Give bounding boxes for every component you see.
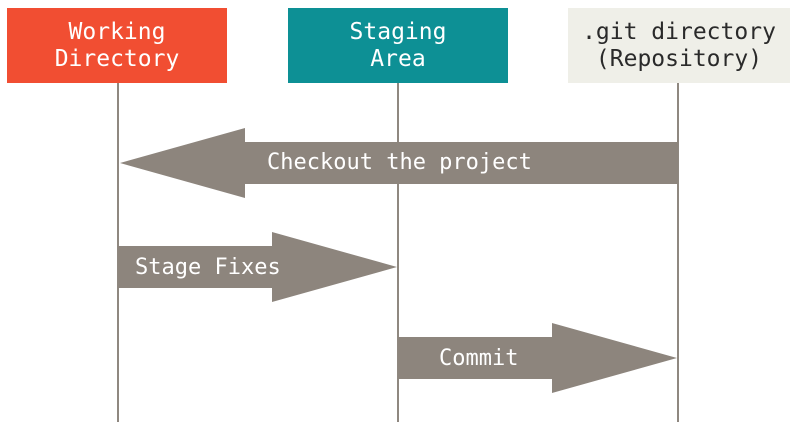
repository-header-line1: .git directory — [582, 18, 776, 45]
repository-header-line2: (Repository) — [595, 45, 763, 72]
repository-header: .git directory (Repository) — [568, 8, 790, 83]
commit-arrow-label: Commit — [439, 346, 519, 371]
commit-arrow — [398, 323, 677, 393]
stage-fixes-arrow — [118, 232, 397, 302]
working-directory-header-line2: Directory — [54, 45, 180, 72]
staging-area-header-line2: Area — [370, 45, 426, 72]
checkout-arrow-label: Checkout the project — [267, 150, 532, 175]
repository-lifeline — [677, 83, 679, 422]
checkout-arrow — [120, 128, 678, 198]
staging-area-header: Staging Area — [288, 8, 508, 83]
working-directory-header: Working Directory — [7, 8, 227, 83]
staging-area-header-line1: Staging — [349, 18, 447, 45]
staging-area-lifeline — [397, 83, 399, 422]
working-directory-header-line1: Working — [68, 18, 166, 45]
stage-fixes-arrow-label: Stage Fixes — [135, 255, 281, 280]
